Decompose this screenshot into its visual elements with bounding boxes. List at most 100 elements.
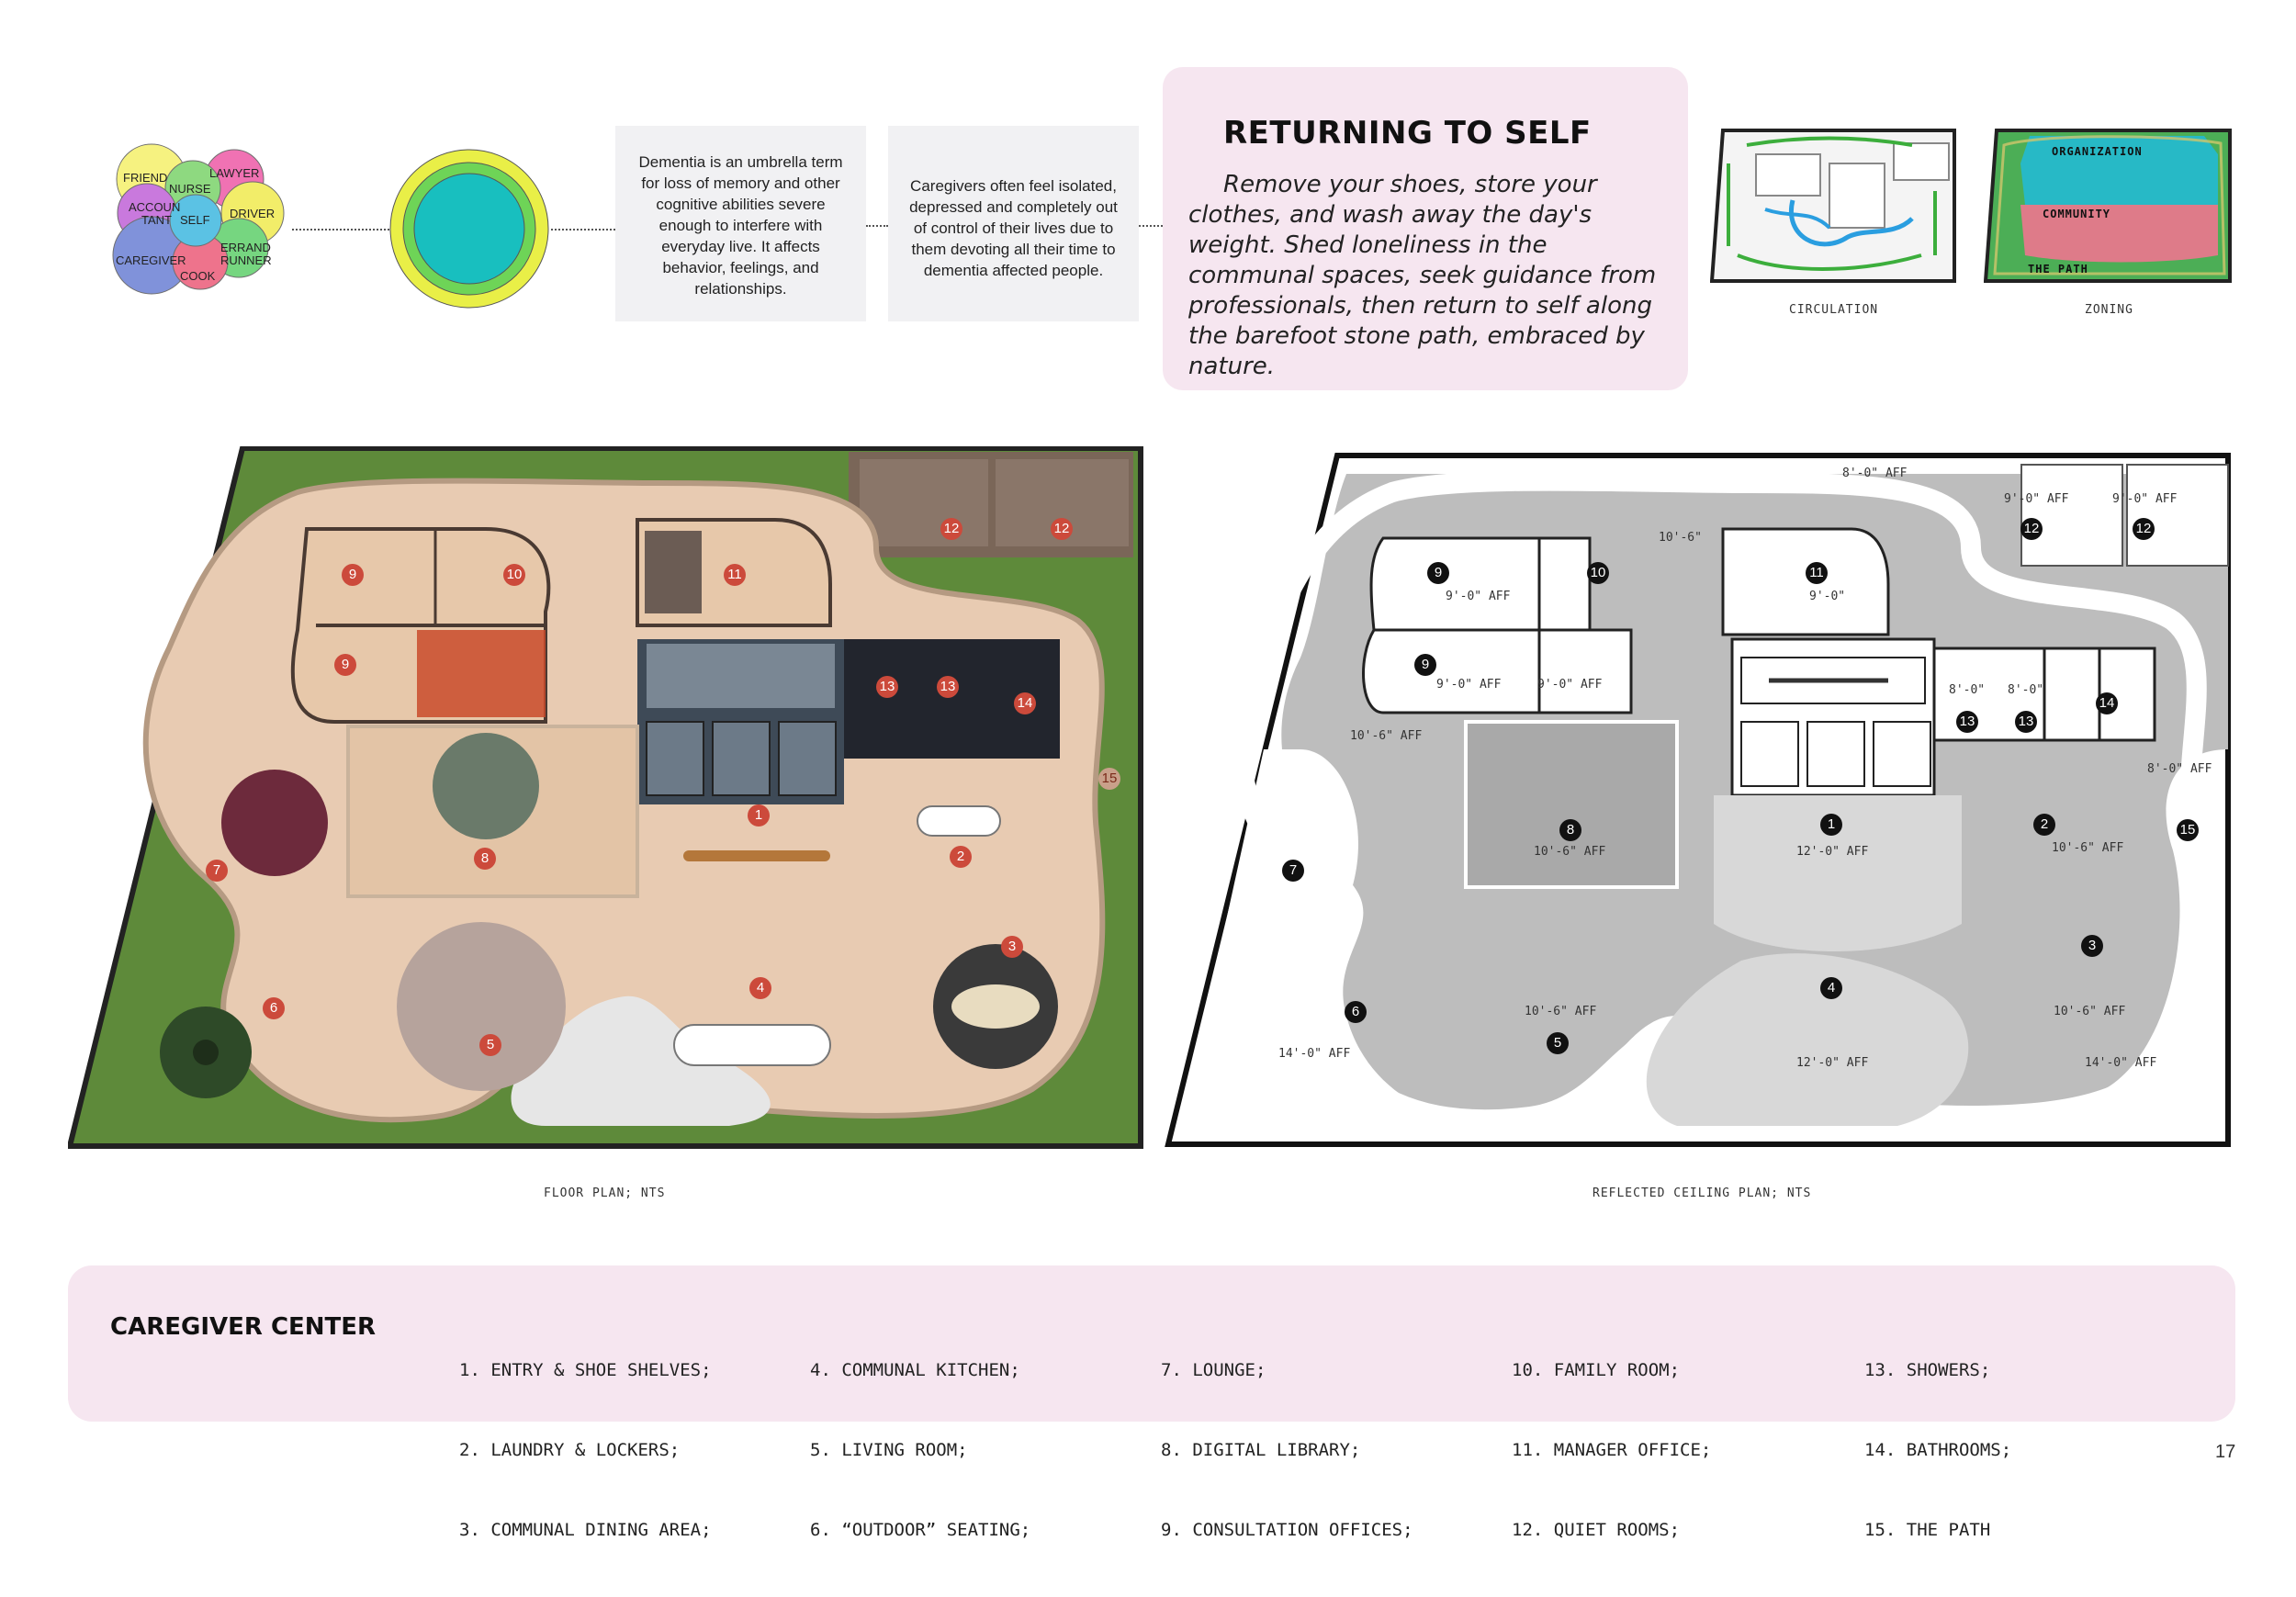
venn-label-accountant-2: TANT [141, 213, 172, 227]
floor-marker-label: 2 [950, 846, 972, 868]
floor-marker-12a: 12 [940, 518, 962, 540]
ceiling-marker-label: 9 [1414, 654, 1436, 676]
floor-plan-graphic [66, 445, 1143, 1149]
height-label: 10'-6" AFF [1350, 729, 1423, 743]
height-label: 14'-0" AFF [2085, 1056, 2157, 1070]
venn-label-self: SELF [180, 213, 210, 227]
venn-label-nurse: NURSE [169, 182, 211, 196]
connector-dots-4 [1139, 225, 1163, 227]
floor-marker-13a: 13 [876, 676, 898, 698]
ceiling-marker-12a: 12 [2020, 518, 2043, 540]
zone-label-organization: ORGANIZATION [2052, 145, 2143, 158]
legend-panel: CAREGIVER CENTER 1. ENTRY & SHOE SHELVES… [68, 1265, 2235, 1540]
legend-column-5: 13. SHOWERS; 14. BATHROOMS; 15. THE PATH [1864, 1304, 2011, 1597]
floor-marker-label: 5 [479, 1034, 501, 1056]
ceiling-marker-label: 11 [1806, 562, 1828, 584]
dementia-text: Dementia is an umbrella term for loss of… [638, 153, 843, 298]
floor-marker-label: 12 [940, 518, 962, 540]
floor-plan-caption: FLOOR PLAN; NTS [544, 1187, 666, 1200]
legend-item: 12. QUIET ROOMS; [1512, 1520, 1681, 1540]
height-label: 9'-0" AFF [2004, 492, 2069, 506]
floor-marker-8: 8 [474, 848, 496, 870]
height-label: 8'-0" [1949, 683, 1986, 697]
ceiling-marker-4: 4 [1820, 977, 1842, 999]
self-rings-diagram [388, 147, 551, 310]
connector-dots-1 [292, 229, 389, 231]
ceiling-marker-1: 1 [1820, 814, 1842, 836]
height-label: 10'-6" [1659, 531, 1702, 545]
ceiling-marker-2: 2 [2033, 814, 2055, 836]
floor-marker-label: 8 [474, 848, 496, 870]
ceiling-marker-label: 4 [1820, 977, 1842, 999]
legend-item: 2. LAUNDRY & LOCKERS; [459, 1440, 681, 1460]
caregivers-text: Caregivers often feel isolated, depresse… [909, 177, 1118, 279]
legend-item: 7. LOUNGE; [1161, 1360, 1266, 1380]
floor-marker-label: 6 [263, 997, 285, 1019]
legend-item: 8. DIGITAL LIBRARY; [1161, 1440, 1361, 1460]
ceiling-marker-label: 13 [1956, 711, 1978, 733]
legend-item: 1. ENTRY & SHOE SHELVES; [459, 1360, 712, 1380]
ceiling-marker-label: 12 [2020, 518, 2043, 540]
height-label: 10'-6" AFF [2054, 1005, 2126, 1018]
floor-marker-3: 3 [1001, 936, 1023, 958]
height-label: 12'-0" AFF [1796, 1056, 1869, 1070]
relationship-venn-diagram: FRIEND LAWYER NURSE ACCOUN TANT SELF DRI… [101, 138, 303, 321]
floor-marker-10: 10 [503, 564, 525, 586]
venn-label-caregiver: CAREGIVER [116, 253, 186, 267]
floor-marker-6: 6 [263, 997, 285, 1019]
floor-marker-label: 10 [503, 564, 525, 586]
legend-item: 6. “OUTDOOR” SEATING; [810, 1520, 1031, 1540]
ceiling-marker-label: 14 [2096, 692, 2118, 714]
height-label: 10'-6" AFF [2052, 841, 2124, 855]
legend-item: 4. COMMUNAL KITCHEN; [810, 1360, 1020, 1380]
title-description: Remove your shoes, store your clothes, a… [1188, 171, 1657, 380]
legend-column-1: 1. ENTRY & SHOE SHELVES; 2. LAUNDRY & LO… [459, 1304, 712, 1597]
floor-marker-label: 3 [1001, 936, 1023, 958]
floor-marker-label: 7 [206, 860, 228, 882]
legend-item: 13. SHOWERS; [1864, 1360, 1991, 1380]
floor-marker-label: 13 [937, 676, 959, 698]
ceiling-marker-label: 3 [2081, 935, 2103, 957]
height-label: 9'-0" AFF [1436, 678, 1502, 692]
ceiling-marker-11: 11 [1806, 562, 1828, 584]
floor-marker-11: 11 [724, 564, 746, 586]
floor-marker-label: 13 [876, 676, 898, 698]
ceiling-marker-label: 2 [2033, 814, 2055, 836]
ceiling-marker-label: 10 [1587, 562, 1609, 584]
height-label: 9'-0" [1809, 590, 1846, 603]
floor-marker-9a: 9 [342, 564, 364, 586]
ceiling-marker-13a: 13 [1956, 711, 1978, 733]
connector-dots-2 [551, 229, 615, 231]
floor-marker-4: 4 [749, 977, 771, 999]
ceiling-marker-15: 15 [2177, 819, 2199, 841]
venn-circles [112, 143, 285, 295]
legend-item: 10. FAMILY ROOM; [1512, 1360, 1681, 1380]
ceiling-height-labels: 8'-0" AFF 9'-0" AFF 9'-0" AFF 10'-6" 9'-… [1163, 446, 2235, 1153]
height-label: 10'-6" AFF [1525, 1005, 1597, 1018]
floor-plan: 1 2 3 4 5 6 7 8 9 9 10 11 12 12 13 13 14… [66, 445, 1148, 1200]
ceiling-marker-3: 3 [2081, 935, 2103, 957]
zoning-caption: ZONING [2085, 303, 2133, 317]
floor-marker-label: 11 [724, 564, 746, 586]
ceiling-marker-label: 9 [1427, 562, 1449, 584]
height-label: 10'-6" AFF [1534, 845, 1606, 859]
zone-label-the-path: THE PATH [2028, 263, 2088, 276]
legend-item: 9. CONSULTATION OFFICES; [1161, 1520, 1413, 1540]
ceiling-marker-9a: 9 [1427, 562, 1449, 584]
legend-item: 15. THE PATH [1864, 1520, 1991, 1540]
legend-title: CAREGIVER CENTER [110, 1313, 377, 1341]
floor-marker-7: 7 [206, 860, 228, 882]
zone-label-community: COMMUNITY [2043, 208, 2111, 220]
ceiling-marker-12b: 12 [2133, 518, 2155, 540]
venn-label-lawyer: LAWYER [209, 166, 260, 180]
ceiling-marker-label: 12 [2133, 518, 2155, 540]
legend-item: 14. BATHROOMS; [1864, 1440, 2012, 1460]
height-label: 8'-0" [2008, 683, 2044, 697]
floor-marker-1: 1 [748, 804, 770, 827]
venn-label-accountant: ACCOUN [129, 200, 181, 214]
zoning-plan-graphic [1983, 129, 2232, 283]
height-label: 12'-0" AFF [1796, 845, 1869, 859]
height-label: 14'-0" AFF [1278, 1047, 1351, 1061]
page-title: RETURNING TO SELF [1223, 115, 1592, 152]
venn-label-runner: RUNNER [220, 253, 272, 267]
